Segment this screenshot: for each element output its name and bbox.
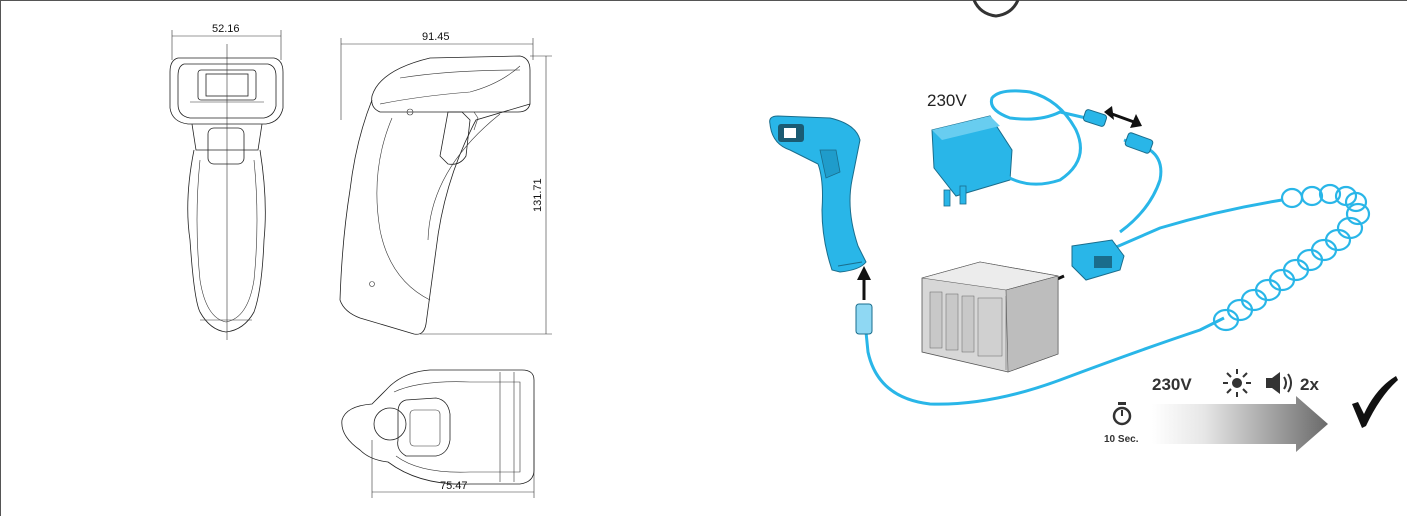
arrow-icon: [1152, 396, 1328, 452]
status-voltage-label: 230V: [1152, 375, 1192, 394]
beep-count-label: 2x: [1300, 375, 1319, 394]
scanner-cable: [862, 311, 1225, 406]
power-socket-cable: [1119, 138, 1163, 234]
adapter-voltage-label: 230V: [927, 91, 967, 110]
side-height-dimension: 131.71: [532, 178, 544, 212]
adapter-cable: [989, 89, 1087, 186]
stopwatch-icon: [1112, 402, 1132, 426]
serial-connector: [1071, 239, 1125, 281]
host-device-plc: [921, 261, 1059, 373]
coil-to-connector: [1113, 198, 1283, 250]
coiled-cable: [1212, 183, 1371, 332]
status-row: 230V 2x: [1152, 369, 1319, 397]
side-view-drawing: 91.45 131.71: [339, 31, 552, 335]
checkmark-icon: [1352, 376, 1398, 428]
bottom-width-dimension: 75.47: [440, 480, 468, 492]
connect-arrow-power: [1104, 106, 1142, 128]
wait-time-label: 10 Sec.: [1104, 434, 1139, 445]
decorative-arc: [972, 0, 1020, 18]
front-view-drawing: 52.16: [169, 23, 284, 340]
speaker-icon: [1266, 372, 1292, 394]
power-adapter: 230V: [927, 91, 1013, 207]
bottom-view-drawing: 75.47: [341, 369, 535, 498]
insert-arrow-scanner: [857, 266, 871, 300]
scanner-illustration: [769, 115, 867, 273]
sun-icon: [1223, 369, 1251, 397]
front-width-dimension: 52.16: [212, 23, 240, 35]
side-length-dimension: 91.45: [422, 31, 450, 43]
